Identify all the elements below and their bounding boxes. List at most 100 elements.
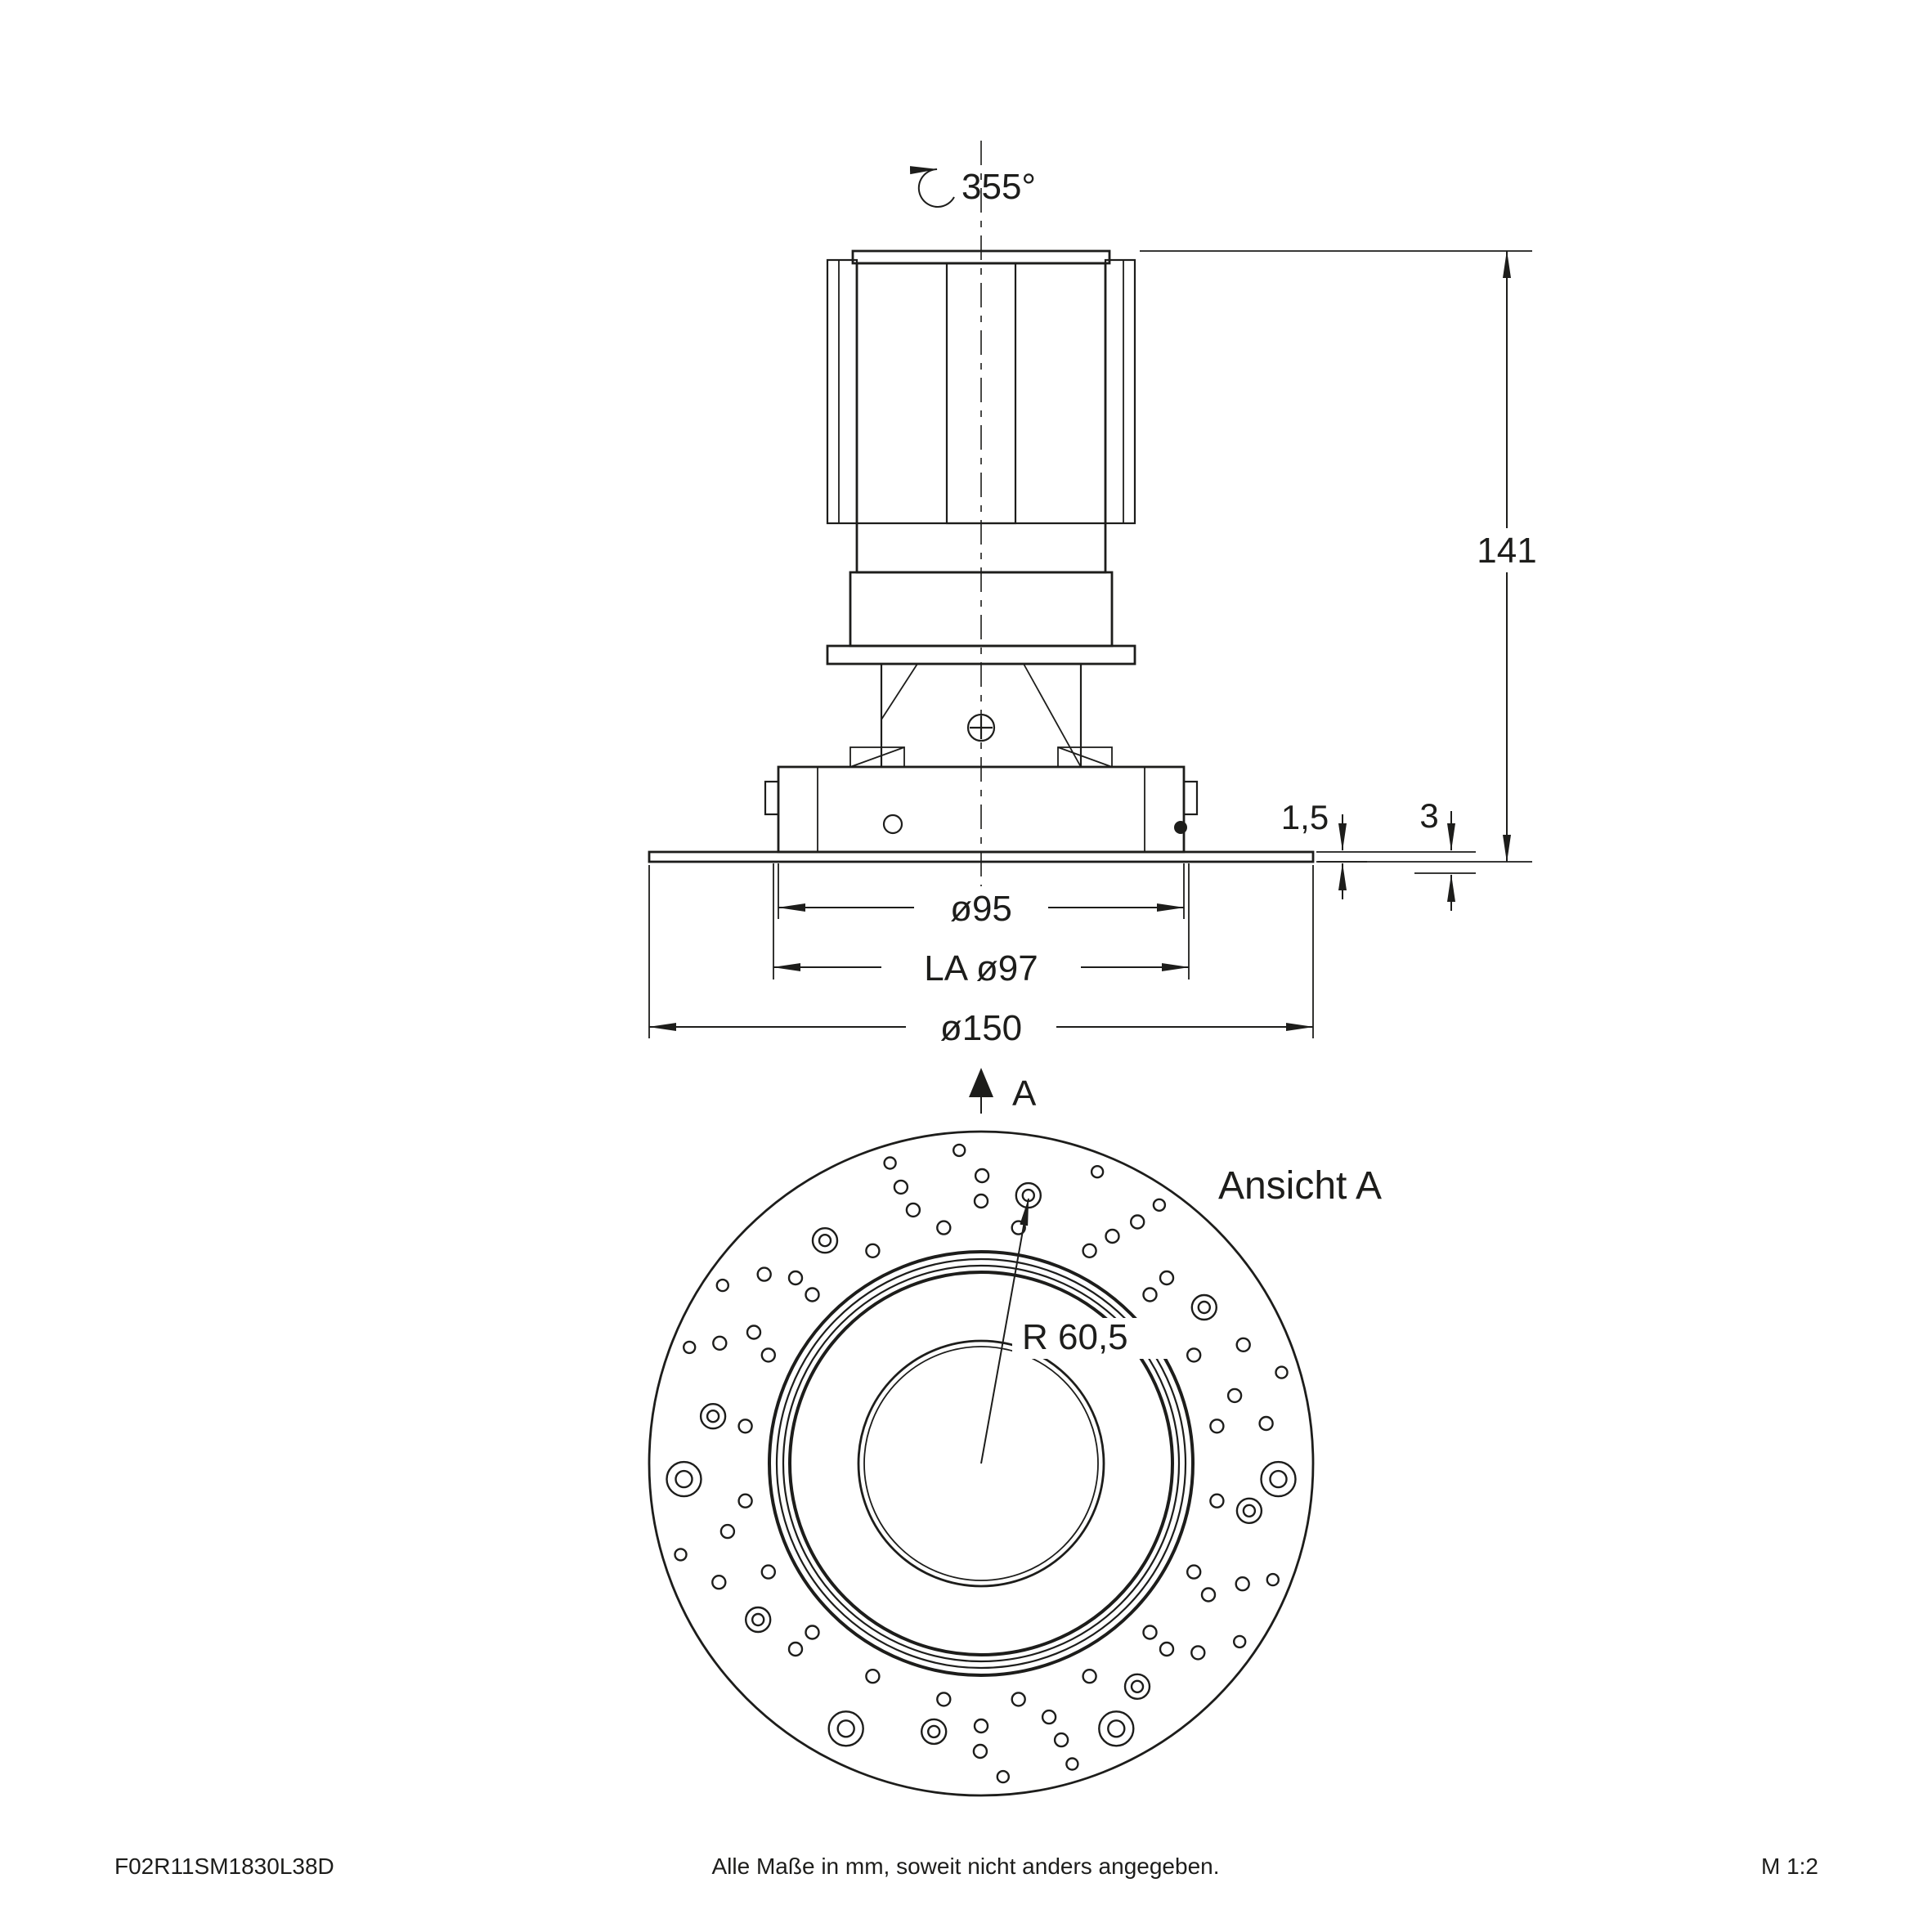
- view-arrow-label: A: [1012, 1074, 1037, 1114]
- perforation-hole: [1011, 1220, 1026, 1235]
- perforation-hole: [751, 1612, 765, 1627]
- perforation-hole: [1197, 1300, 1212, 1315]
- perforation-hole: [1226, 1387, 1243, 1404]
- perforation-hole: [905, 1202, 921, 1218]
- perforation-hole: [760, 1347, 776, 1363]
- perforation-hole: [1190, 1645, 1206, 1661]
- recess-depth-label: 3: [1419, 796, 1438, 835]
- perforation-hole: [1105, 1228, 1120, 1244]
- perforation-hole: [706, 1409, 720, 1423]
- cutout-diameter-label: LA ø97: [924, 948, 1038, 988]
- radius-leader: R 60,5: [980, 1198, 1168, 1464]
- perforation-hole: [1275, 1365, 1289, 1379]
- perforation-hole: [936, 1220, 952, 1235]
- dimension-note: Alle Maße in mm, soweit nicht anders ang…: [712, 1854, 1220, 1879]
- view-direction-marker: A: [969, 1068, 1037, 1114]
- perforation-hole: [1142, 1625, 1158, 1640]
- perforation-hole: [952, 1143, 966, 1158]
- perforation-hole: [1235, 1497, 1263, 1525]
- perforation-hole: [787, 1641, 804, 1657]
- article-code: F02R11SM1830L38D: [114, 1854, 334, 1879]
- dim-flange-thickness: 1,5: [1281, 798, 1476, 899]
- perforation-hole: [836, 1719, 855, 1738]
- flange-outline: [648, 1130, 1315, 1797]
- perforation-hole: [1269, 1469, 1288, 1489]
- perforation-hole: [760, 1564, 776, 1580]
- side-lug-right: [1182, 780, 1199, 816]
- perforation-hole: [865, 1668, 881, 1684]
- perforation-hole: [715, 1278, 729, 1293]
- perforation-hole: [1123, 1673, 1151, 1701]
- perforation-hole: [973, 1193, 989, 1209]
- perforation-hole: [675, 1469, 693, 1489]
- perforation-hole: [865, 1243, 881, 1259]
- perforation-hole: [787, 1270, 804, 1286]
- perforation-hole: [1242, 1504, 1257, 1518]
- perforation-hole: [1159, 1270, 1175, 1286]
- perforation-hole: [674, 1548, 688, 1562]
- heat-sink-fin-left: [826, 258, 858, 525]
- perforation-hole: [996, 1769, 1011, 1784]
- perforation-hole: [926, 1724, 941, 1739]
- height-dimension-label: 141: [1477, 531, 1536, 571]
- perforation-hole: [893, 1179, 909, 1195]
- perforation-hole: [1200, 1587, 1217, 1603]
- perforation-hole: [719, 1523, 736, 1540]
- lamp-head: [826, 249, 1136, 574]
- perforation-hole: [1082, 1243, 1097, 1259]
- dim-recess-depth: 3: [1414, 796, 1476, 911]
- view-arrow-icon: [969, 1068, 993, 1097]
- dim-cutout-diameter: LA ø97: [773, 863, 1190, 988]
- perforation-hole: [1130, 1679, 1145, 1694]
- perforation-hole: [1159, 1641, 1175, 1657]
- perforation-hole: [920, 1718, 948, 1746]
- perforation-hole: [973, 1718, 989, 1734]
- perforation-hole: [1266, 1572, 1280, 1587]
- perforation-hole: [1190, 1293, 1218, 1321]
- perforation-hole: [1209, 1493, 1225, 1508]
- trim-rings: [768, 1250, 1195, 1677]
- perforation-hole: [811, 1226, 839, 1254]
- flange-holes: [666, 1143, 1297, 1784]
- footer: F02R11SM1830L38D Alle Maße in mm, soweit…: [114, 1854, 1818, 1879]
- perforation-hole: [1065, 1757, 1079, 1771]
- perforation-hole: [818, 1233, 832, 1248]
- perforation-hole: [1053, 1732, 1069, 1748]
- perforation-hole: [1129, 1214, 1145, 1230]
- perforation-hole: [1258, 1415, 1274, 1432]
- perforation-hole: [1186, 1347, 1202, 1363]
- scale-label: M 1:2: [1761, 1854, 1818, 1879]
- perforation-hole: [1235, 1576, 1250, 1592]
- perforation-hole: [712, 1335, 728, 1352]
- perforation-hole: [1041, 1709, 1057, 1725]
- view-title: Ansicht A: [1218, 1164, 1382, 1208]
- side-view: 355°: [648, 141, 1565, 1114]
- side-lug-left: [764, 780, 780, 816]
- lamp-aperture: [857, 1339, 1105, 1588]
- perforation-hole: [1152, 1198, 1167, 1213]
- perforation-hole: [756, 1266, 772, 1282]
- perforation-hole: [972, 1743, 988, 1759]
- perforation-hole: [683, 1340, 697, 1355]
- perforation-hole: [883, 1156, 897, 1170]
- perforation-hole: [1107, 1719, 1126, 1738]
- hole-radius-label: R 60,5: [1022, 1317, 1128, 1357]
- perforation-hole: [1260, 1460, 1297, 1498]
- perforation-hole: [1090, 1164, 1105, 1179]
- perforation-hole: [805, 1287, 820, 1302]
- perforation-hole: [1011, 1692, 1026, 1707]
- rotation-angle-label: 355°: [962, 167, 1036, 207]
- flange-thickness-label: 1,5: [1281, 798, 1329, 836]
- perforation-hole: [699, 1402, 727, 1430]
- locking-pin: [1174, 821, 1187, 834]
- flange-diameter-label: ø150: [940, 1008, 1022, 1048]
- perforation-hole: [1235, 1337, 1251, 1353]
- rotation-arrow-icon: [909, 166, 955, 208]
- perforation-hole: [1098, 1710, 1135, 1747]
- perforation-hole: [805, 1625, 820, 1640]
- fixing-screw: [966, 713, 996, 742]
- perforation-hole: [737, 1419, 753, 1434]
- mounting-bracket: [849, 662, 1113, 769]
